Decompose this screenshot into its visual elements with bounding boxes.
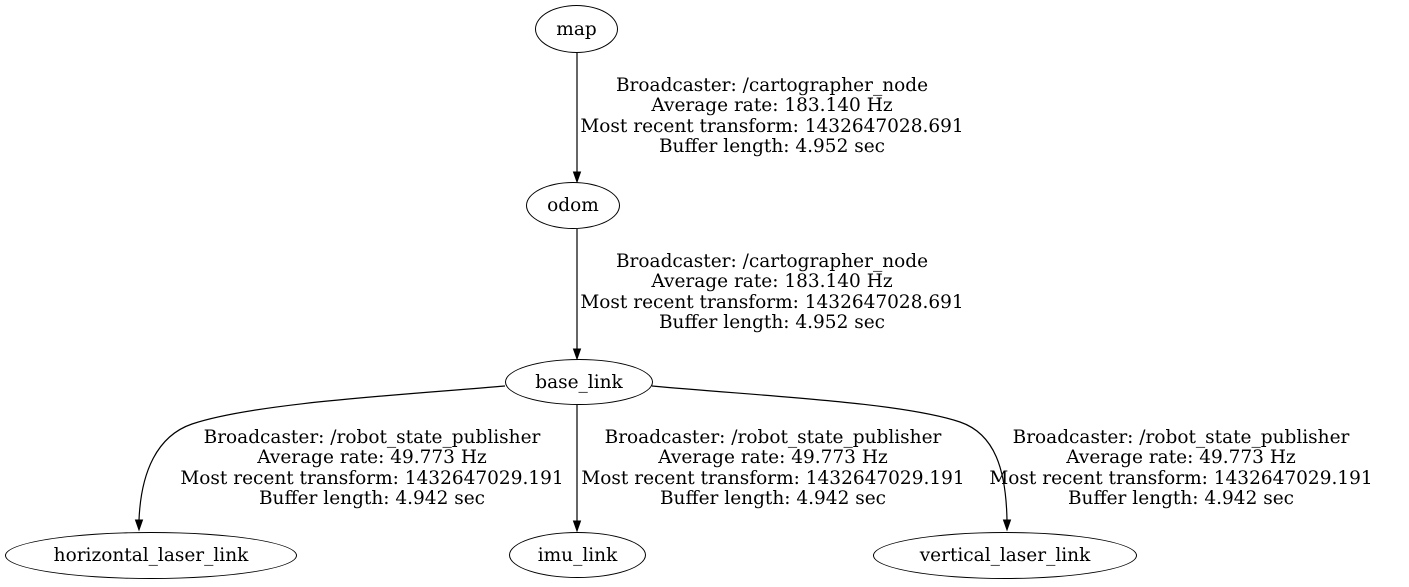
node-map-label: map [556,18,597,40]
edge-label-line-broadcaster: Broadcaster: /cartographer_node [615,75,929,96]
edge-label-base-link-imu-link: Broadcaster: /robot_state_publisher Aver… [581,427,965,510]
node-odom-label: odom [547,195,599,216]
edge-label-line-buffer: Buffer length: 4.942 sec [659,488,887,510]
edge-label-base-link-vertical-laser-link: Broadcaster: /robot_state_publisher Aver… [989,427,1373,510]
edge-label-line-rate: Average rate: 49.773 Hz [257,447,487,469]
node-vertical-laser-link-label: vertical_laser_link [919,545,1091,566]
edge-label-line-broadcaster: Broadcaster: /robot_state_publisher [604,427,942,448]
edge-label-line-rate: Average rate: 183.140 Hz [651,95,893,117]
edge-label-line-transform: Most recent transform: 1432647029.191 [180,467,564,489]
node-imu-link-label: imu_link [537,544,618,566]
edge-label-line-buffer: Buffer length: 4.942 sec [1067,488,1295,510]
arrowhead-odom-base-link [572,348,582,361]
edge-label-line-buffer: Buffer length: 4.942 sec [258,488,486,510]
node-imu-link: imu_link [509,532,646,578]
arrowhead-base-link-imu-link [572,520,582,533]
edge-label-line-transform: Most recent transform: 1432647029.191 [581,467,965,489]
edge-label-line-rate: Average rate: 49.773 Hz [658,447,888,469]
node-base-link-label: base_link [535,371,623,393]
node-base-link: base_link [505,359,653,405]
edge-label-line-rate: Average rate: 183.140 Hz [651,271,893,293]
node-map: map [535,5,618,53]
edge-label-odom-base-link: Broadcaster: /cartographer_node Average … [580,251,964,334]
node-vertical-laser-link: vertical_laser_link [873,532,1137,579]
node-odom: odom [526,182,620,229]
edge-label-line-transform: Most recent transform: 1432647028.691 [580,291,964,313]
node-horizontal-laser-link-label: horizontal_laser_link [53,545,249,566]
edge-base-link-vertical-laser-link [651,385,1008,521]
edge-label-map-odom: Broadcaster: /cartographer_node Average … [580,75,964,158]
edge-label-line-broadcaster: Broadcaster: /cartographer_node [615,251,929,272]
edge-label-line-transform: Most recent transform: 1432647029.191 [989,467,1373,489]
edge-label-base-link-horizontal-laser-link: Broadcaster: /robot_state_publisher Aver… [180,427,564,510]
arrowhead-base-link-horizontal-laser-link [134,519,144,532]
arrowhead-base-link-vertical-laser-link [1002,519,1012,532]
arrowhead-map-odom [572,171,582,184]
edge-label-line-transform: Most recent transform: 1432647028.691 [580,115,964,137]
edge-label-line-broadcaster: Broadcaster: /robot_state_publisher [203,427,541,448]
edge-label-line-rate: Average rate: 49.773 Hz [1066,447,1296,469]
edge-label-line-buffer: Buffer length: 4.952 sec [658,136,886,158]
edge-label-line-buffer: Buffer length: 4.952 sec [658,312,886,334]
edge-label-line-broadcaster: Broadcaster: /robot_state_publisher [1012,427,1350,448]
edge-base-link-horizontal-laser-link [138,385,506,521]
node-horizontal-laser-link: horizontal_laser_link [5,532,297,579]
